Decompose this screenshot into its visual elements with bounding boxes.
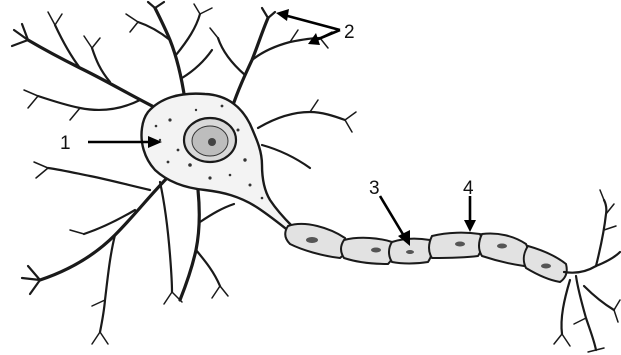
arrow-2a-head [276,9,289,21]
dendrites-lower-middle [180,190,234,300]
nucleolus [208,138,216,146]
label-1: 1 [60,133,71,154]
dendrites-upper-left [12,12,160,120]
arrow-4-head [464,220,476,232]
dendrites-lower-left [22,162,182,344]
myelin-sheath [285,224,567,282]
label-4: 4 [463,178,474,199]
dendrites-top [126,2,212,100]
label-3: 3 [369,178,380,199]
arrow-2a [284,15,340,30]
myelin-segment-4 [429,233,482,258]
axon-terminals [554,190,620,352]
arrow-3 [380,196,404,236]
axon [285,224,567,282]
label-2: 2 [344,22,355,43]
myelin-segment-5 [479,233,528,266]
arrow-2b [316,30,340,40]
myelin-segment-2 [341,238,394,264]
